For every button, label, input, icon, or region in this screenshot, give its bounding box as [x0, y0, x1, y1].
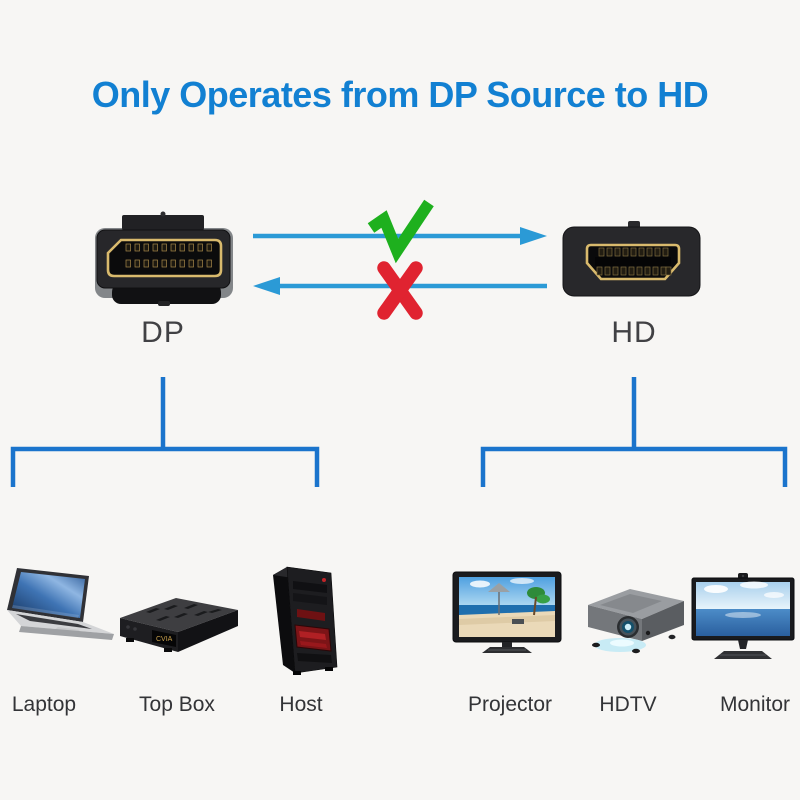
- dp-connector-top-bar: [122, 215, 204, 230]
- pc-tower-icon: [273, 566, 338, 675]
- set-top-box-icon: CVIA: [120, 598, 238, 652]
- arrow-right-head: [520, 227, 547, 245]
- hdmi-connector-icon: [562, 221, 701, 297]
- cross-icon: [377, 261, 423, 320]
- device-label-host: Host: [279, 693, 323, 716]
- monitor-icon: [691, 573, 795, 659]
- dp-connector-icon: [95, 211, 233, 306]
- device-label-hdtv: HDTV: [599, 693, 657, 716]
- device-label-laptop: Laptop: [11, 693, 77, 716]
- projector-icon: [588, 589, 684, 654]
- hd-branch-line: [480, 377, 788, 487]
- device-label-monitor: Monitor: [719, 693, 791, 716]
- set-top-box-vents: [146, 604, 222, 621]
- page-title: Only Operates from DP Source to HD: [91, 74, 709, 115]
- arrow-left-head: [253, 277, 280, 295]
- dp-label: DP: [141, 316, 185, 349]
- device-label-projector: Projector: [467, 693, 553, 716]
- device-label-top-box: Top Box: [139, 693, 215, 716]
- check-icon: [367, 199, 434, 264]
- hdmi-port-pins: [596, 247, 672, 276]
- hd-label: HD: [611, 316, 657, 349]
- laptop-icon: [7, 568, 114, 640]
- dp-port-pins: [125, 243, 212, 268]
- tv-icon: [452, 571, 562, 653]
- set-top-box-display-text: CVIA: [156, 636, 173, 643]
- arrow-hd-to-dp: [253, 277, 547, 295]
- dp-branch-line: [10, 377, 320, 487]
